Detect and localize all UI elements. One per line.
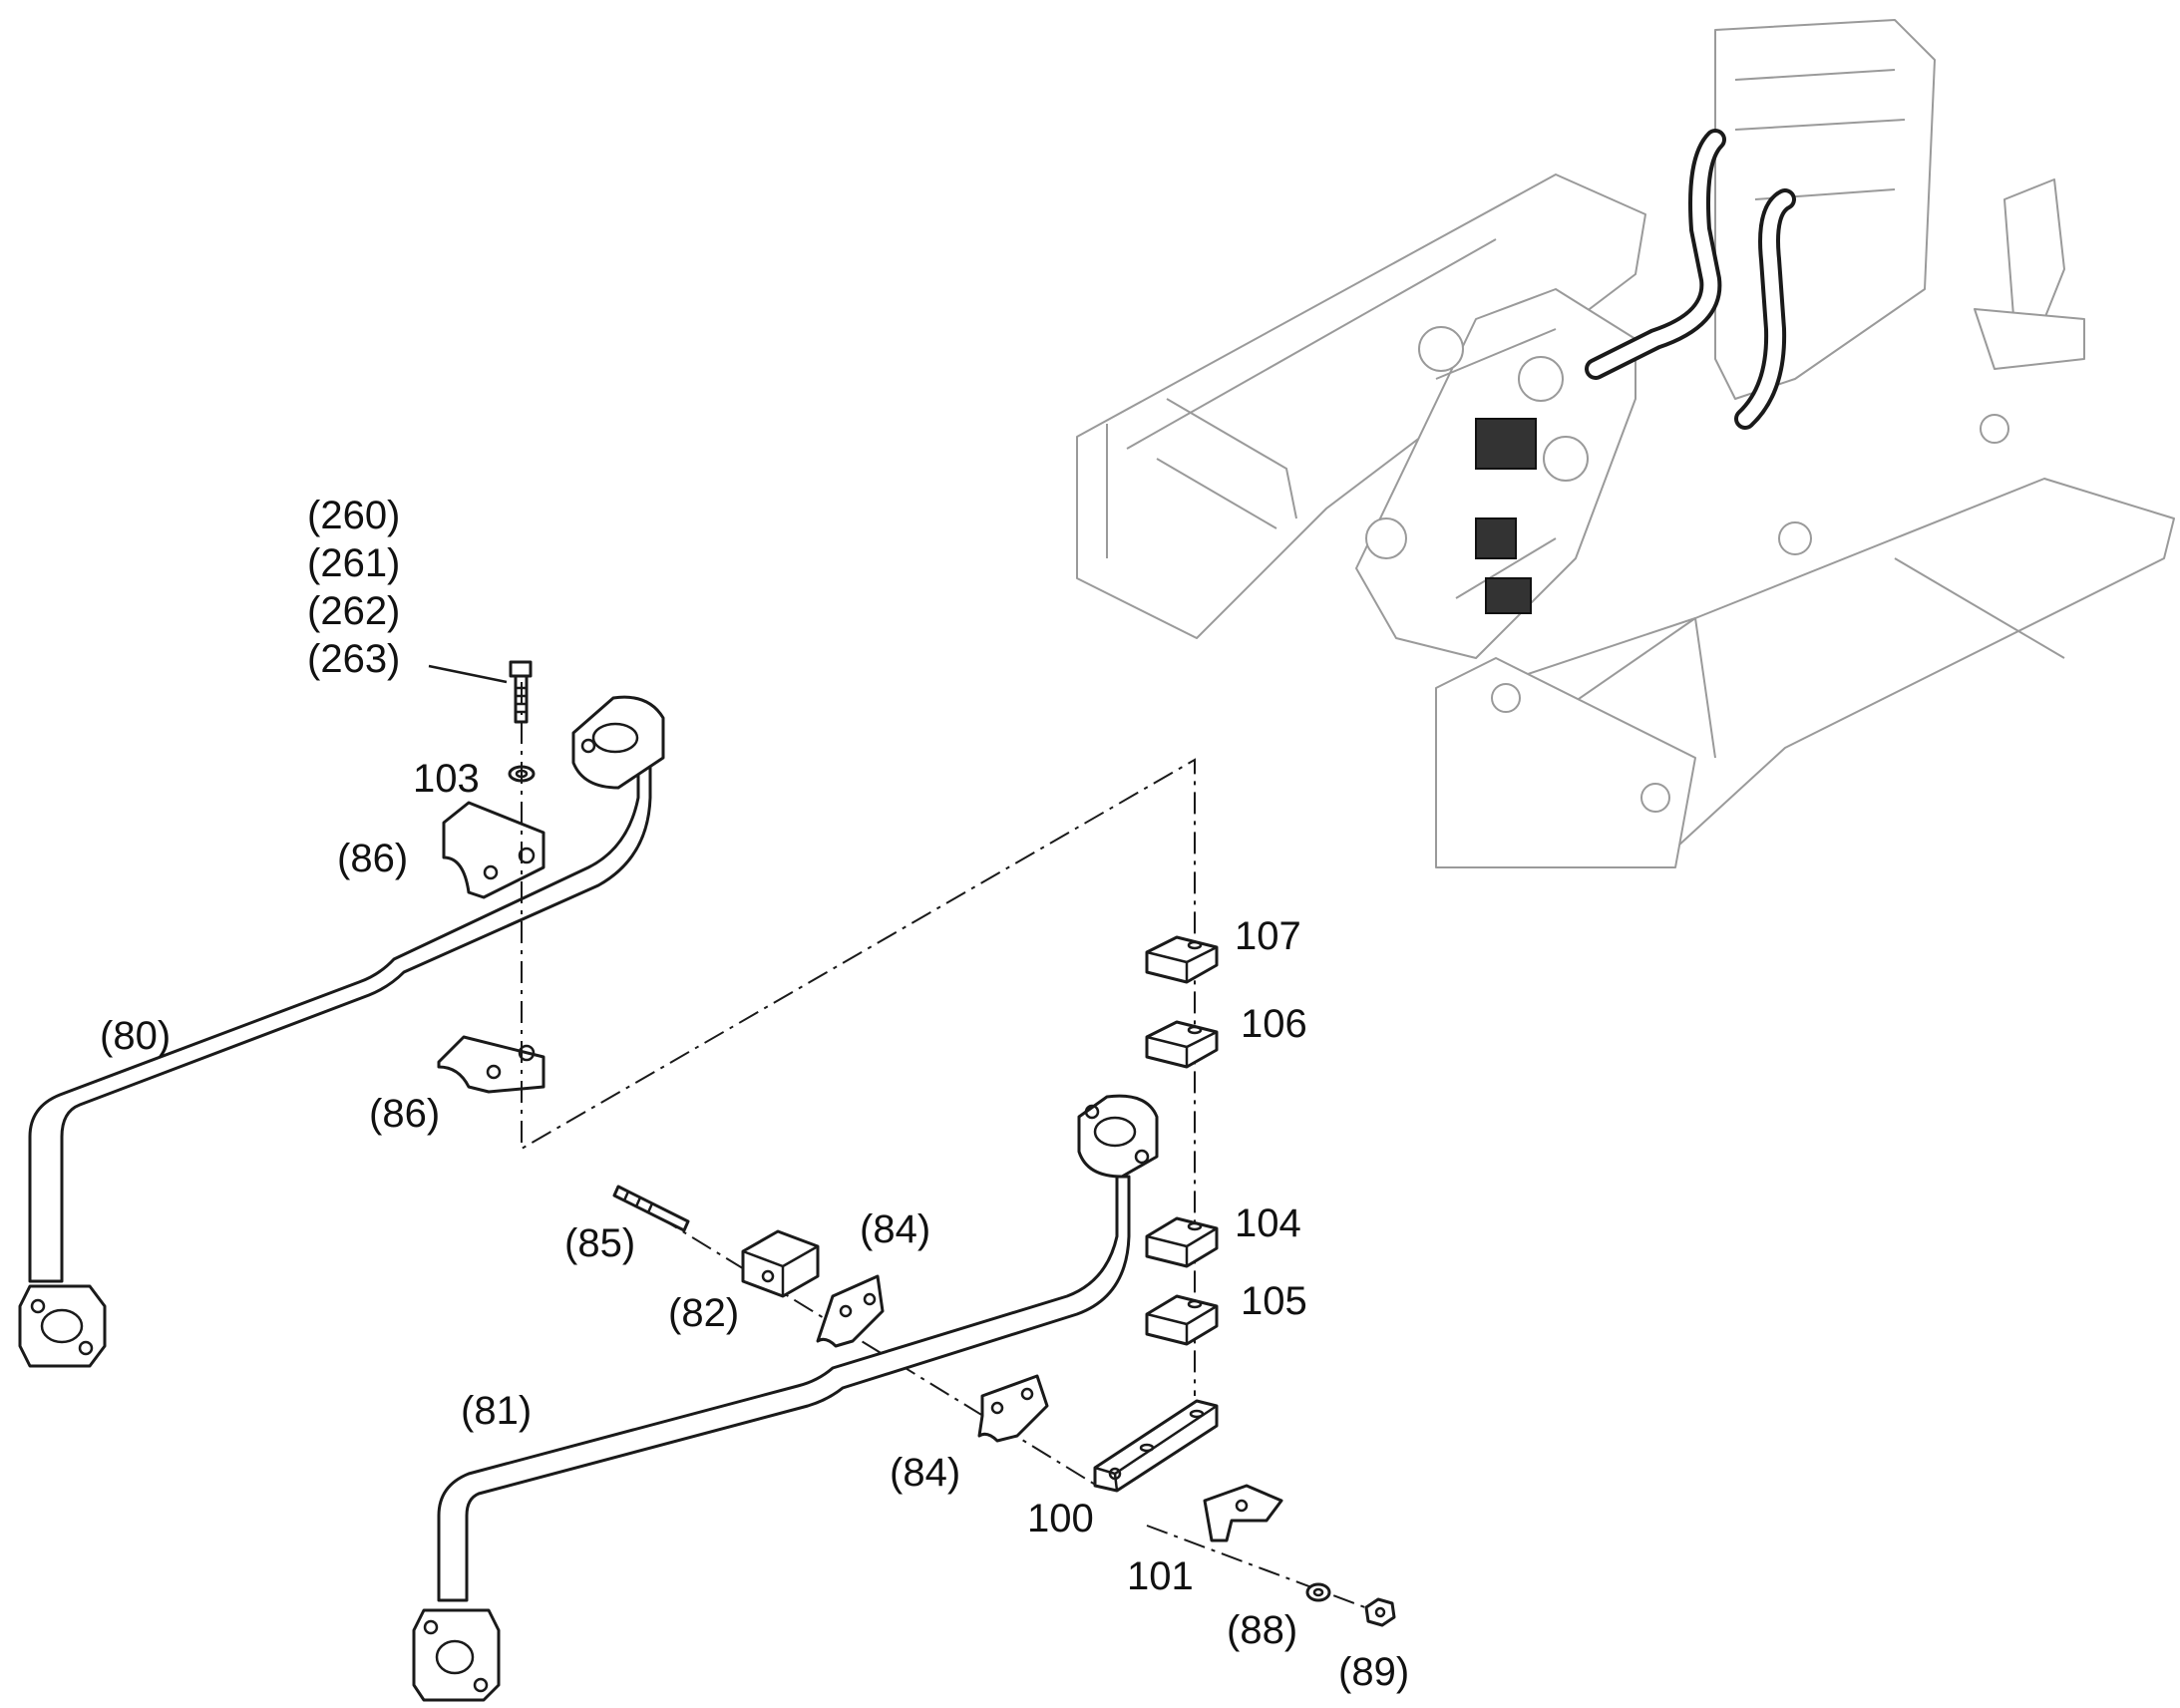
clamp-86-upper xyxy=(442,801,545,899)
washer-88 xyxy=(1305,1582,1331,1602)
block-105 xyxy=(1145,1294,1219,1346)
callout-105: 105 xyxy=(1241,1279,1307,1323)
callout-86-upper: (86) xyxy=(337,837,408,880)
plate-84-upper xyxy=(816,1274,885,1348)
plate-84-lower xyxy=(977,1374,1049,1443)
callout-100: 100 xyxy=(1027,1497,1094,1540)
bracket-100 xyxy=(1093,1399,1219,1493)
callout-86-lower: (86) xyxy=(369,1092,440,1136)
callout-82: (82) xyxy=(668,1291,739,1335)
nut-89 xyxy=(1364,1597,1396,1627)
callout-261: (261) xyxy=(307,541,400,585)
block-106 xyxy=(1145,1020,1219,1069)
callout-84-upper: (84) xyxy=(860,1207,930,1251)
callout-85: (85) xyxy=(564,1221,635,1265)
assembly-lines xyxy=(521,682,1387,1616)
clip-101 xyxy=(1203,1484,1283,1542)
callout-88: (88) xyxy=(1227,1608,1297,1652)
leader-263 xyxy=(428,664,508,684)
callout-260: (260) xyxy=(307,494,400,537)
callout-labels: (260) (261) (262) (263) 103 (86) (86) (8… xyxy=(100,494,1409,1694)
callout-103: 103 xyxy=(413,757,480,801)
callout-80: (80) xyxy=(100,1014,171,1058)
callout-84-lower: (84) xyxy=(890,1451,960,1495)
callout-89: (89) xyxy=(1338,1650,1409,1694)
callout-101: 101 xyxy=(1127,1554,1194,1598)
tube-81 xyxy=(412,1094,1159,1702)
callout-262: (262) xyxy=(307,589,400,633)
block-104 xyxy=(1145,1216,1219,1268)
callout-107: 107 xyxy=(1235,914,1301,958)
callout-104: 104 xyxy=(1235,1201,1301,1245)
stud-85 xyxy=(612,1185,690,1232)
block-107 xyxy=(1145,935,1219,984)
clamp-86-lower xyxy=(437,1035,545,1094)
tube-80 xyxy=(18,695,665,1368)
callout-263: (263) xyxy=(307,637,400,681)
callout-81: (81) xyxy=(461,1389,532,1433)
machine-frame-context xyxy=(1076,19,2175,868)
callout-106: 106 xyxy=(1241,1002,1307,1046)
block-82 xyxy=(741,1229,820,1298)
